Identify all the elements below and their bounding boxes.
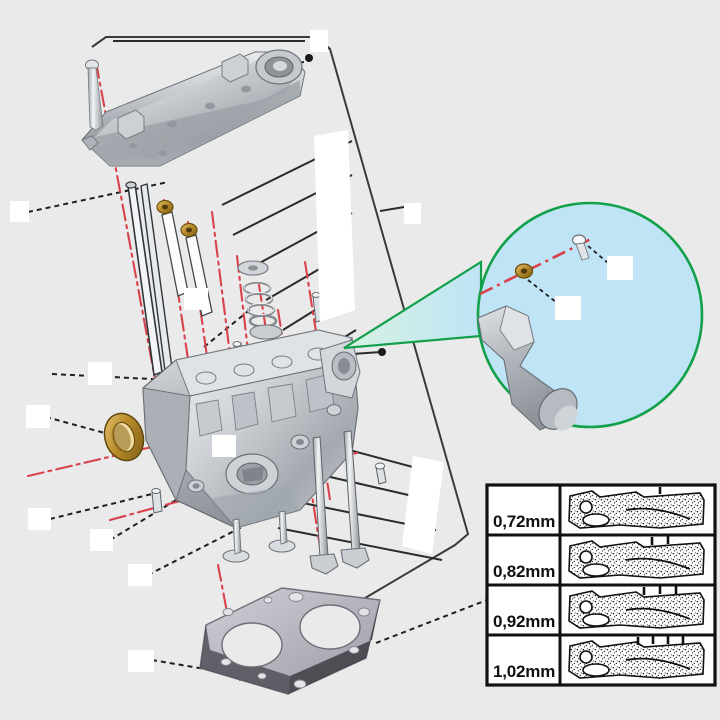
callout-column-upper[interactable] [314, 130, 355, 322]
callout-left-lower[interactable] [28, 508, 51, 530]
cover-bolt [85, 59, 104, 131]
thickness-value-row-2: 0,82mm [493, 562, 555, 581]
intake-valve [309, 436, 339, 575]
tappet-rod-1 [156, 199, 189, 297]
valves [222, 430, 370, 575]
gasket-mark-row-1 [568, 487, 705, 529]
thickness-value-row-4: 1,02mm [493, 662, 555, 681]
thickness-value-row-3: 0,92mm [493, 612, 555, 631]
inset-detail-circle [476, 201, 704, 431]
callout-top-right[interactable] [310, 30, 328, 52]
callout-bottom-left[interactable] [128, 564, 152, 586]
callout-left-upper[interactable] [10, 201, 29, 222]
valve-stem-seal-b [268, 510, 296, 553]
valve-stem-seal-a [222, 518, 250, 563]
brass-seal-ring [103, 412, 145, 462]
callout-column-lower[interactable] [402, 456, 444, 554]
callout-mid-retainer[interactable] [212, 435, 236, 457]
callout-left-oring[interactable] [88, 362, 112, 385]
callout-mid-spring[interactable] [184, 288, 208, 310]
callout-left-bottom[interactable] [90, 529, 113, 551]
callout-bottom-gasket[interactable] [128, 650, 154, 672]
callout-left-seal[interactable] [26, 405, 50, 428]
leader-dot-terminators [305, 54, 386, 356]
exhaust-valve [340, 430, 370, 569]
camshaft-housing [81, 49, 306, 167]
gasket-mark-row-4 [568, 636, 705, 679]
gasket-mark-row-2 [568, 536, 705, 579]
valve-spring-assembly [237, 260, 283, 340]
callout-boxes [10, 30, 633, 672]
valve-guide-rods [125, 181, 173, 377]
callout-right-frame[interactable] [404, 203, 421, 224]
callout-inset-lower[interactable] [555, 296, 581, 320]
callout-inset-upper[interactable] [607, 256, 633, 280]
head-gasket [199, 587, 381, 695]
thickness-value-row-1: 0,72mm [493, 512, 555, 531]
gasket-mark-row-3 [568, 586, 705, 629]
gasket-thickness-table: 0,72mm 0,82mm 0,92mm 1,02mm [485, 483, 717, 687]
